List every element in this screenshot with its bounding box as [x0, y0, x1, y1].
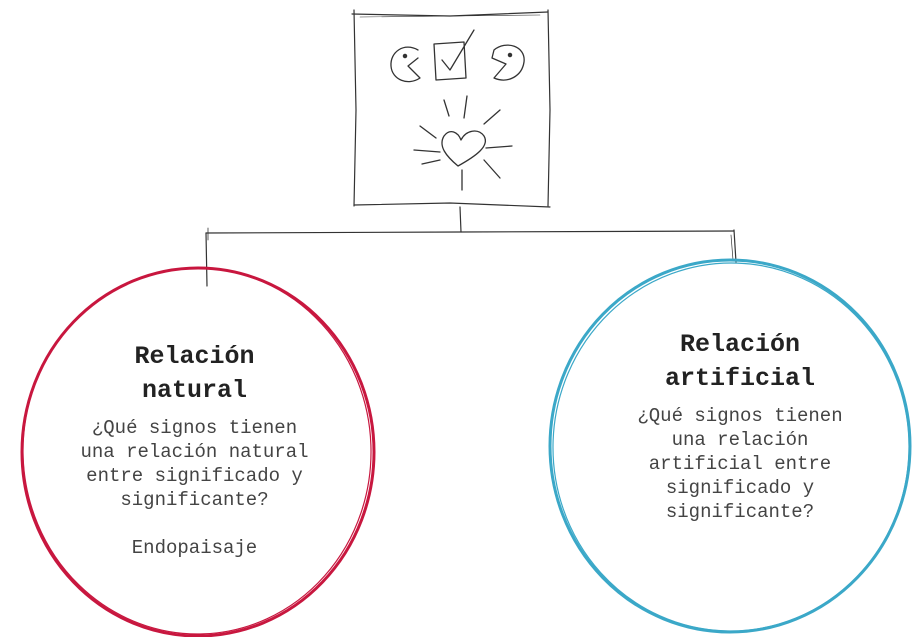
connector-lines [205, 206, 737, 287]
right-node-title: Relación artificial [575, 328, 905, 396]
right-question-line-5: significante? [665, 501, 815, 523]
right-face-icon [491, 44, 525, 81]
top-sketch-box [351, 9, 551, 208]
right-question-line-4: significado y [665, 477, 815, 499]
right-title-line-2: artificial [664, 364, 816, 393]
left-title-line-2: natural [141, 376, 248, 405]
left-circle [20, 266, 376, 637]
left-question-line-4: significante? [120, 489, 269, 511]
checkbox-icon [433, 41, 467, 81]
heart-icon [441, 130, 486, 167]
left-title-line-1: Relación [134, 342, 255, 371]
faces-checkbox-heart-icon [390, 29, 525, 191]
left-question-line-1: ¿Qué signos tienen [91, 417, 298, 439]
left-face-icon [390, 46, 421, 83]
left-node-text: Relación natural ¿Qué signos tienen una … [32, 340, 357, 560]
right-question-line-1: ¿Qué signos tienen [637, 405, 843, 427]
right-node-question: ¿Qué signos tienen una relación artifici… [575, 404, 905, 524]
right-node-text: Relación artificial ¿Qué signos tienen u… [575, 328, 905, 524]
left-question-line-3: entre significado y [86, 465, 303, 487]
left-question-line-2: una relación natural [80, 441, 309, 463]
right-question-line-3: artificial entre [648, 453, 832, 475]
right-title-line-1: Relación [679, 330, 801, 359]
left-node-question: ¿Qué signos tienen una relación natural … [32, 416, 357, 512]
left-node-title: Relación natural [32, 340, 357, 408]
right-circle [548, 258, 912, 634]
right-question-line-2: una relación [671, 429, 809, 451]
left-node-note: Endopaisaje [131, 537, 258, 559]
